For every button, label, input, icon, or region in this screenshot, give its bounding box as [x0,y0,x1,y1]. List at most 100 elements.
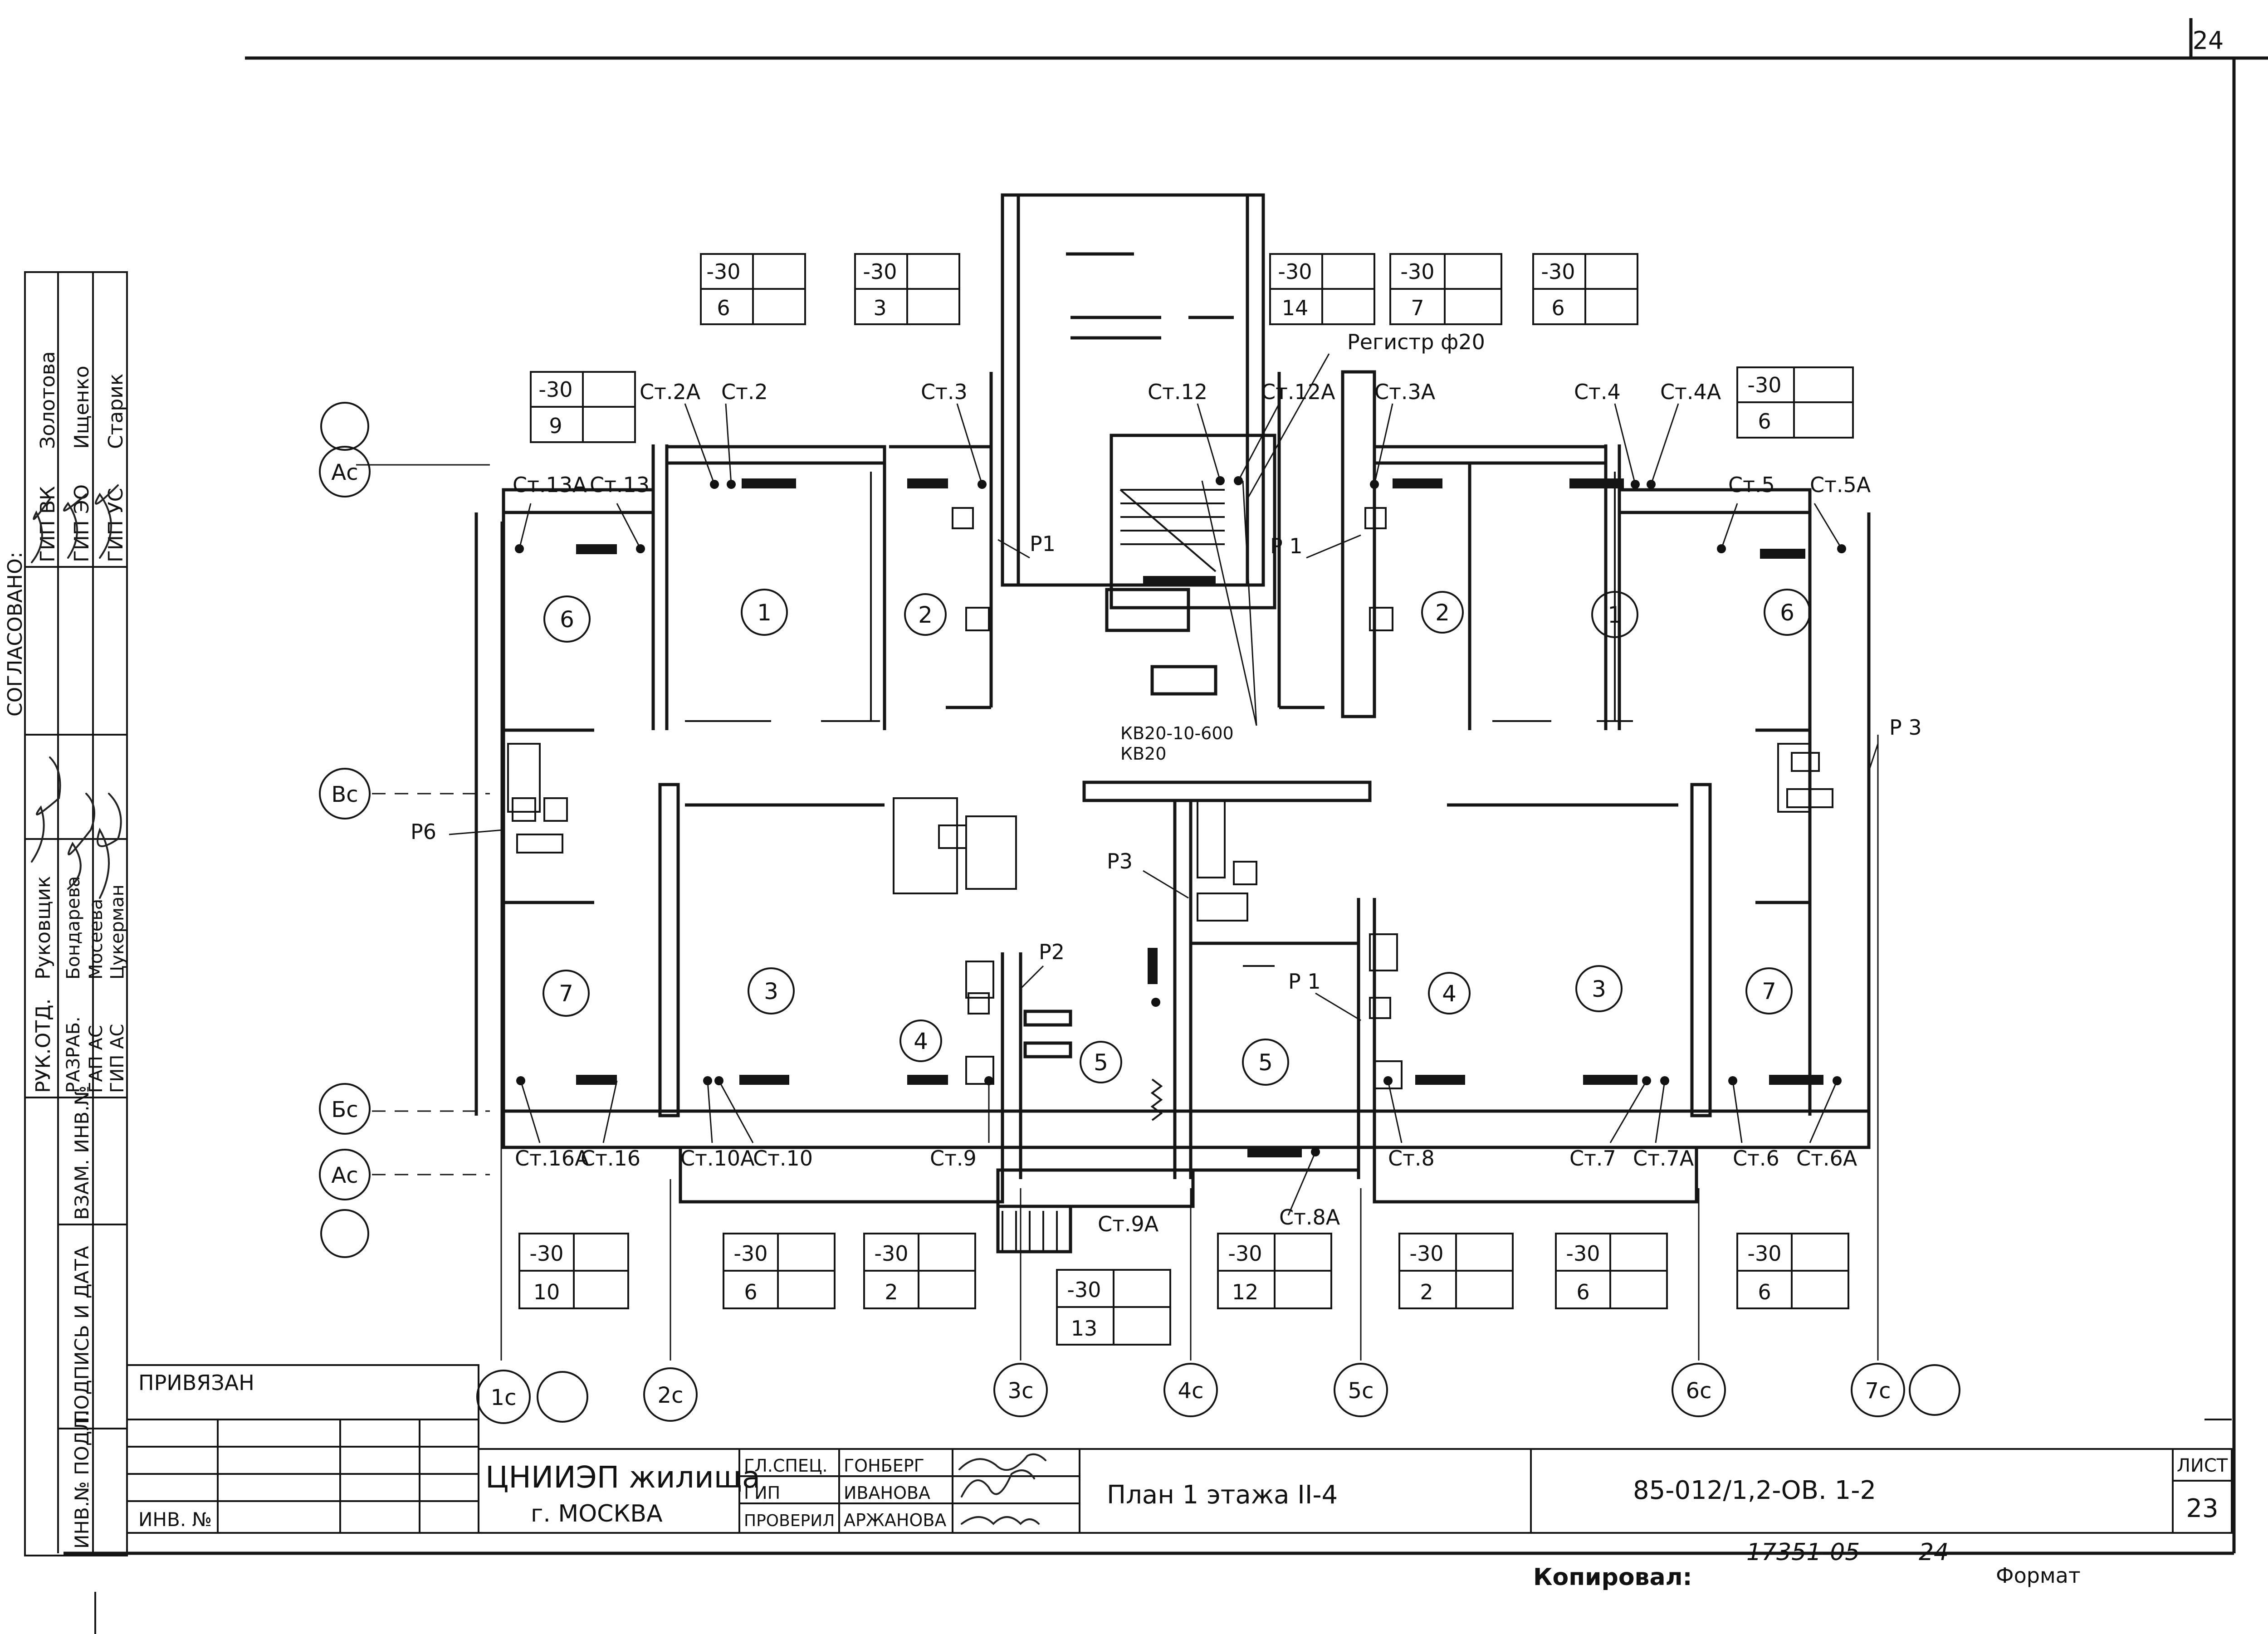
svg-text:Ст.16: Ст.16 [581,1146,640,1171]
sheet-label: ЛИСТ [2177,1455,2228,1476]
svg-text:2: 2 [1420,1280,1433,1304]
window-grid-top-7: -30 6 [1736,366,1854,439]
stamp-author-2: РАЗРАБ. Бондарева [63,876,84,1093]
svg-text:2с: 2с [658,1383,684,1408]
svg-text:-30: -30 [1228,1241,1262,1266]
svg-text:Ас: Ас [331,460,358,485]
stamp-author-4: ГИП АС Цукерман [107,884,128,1093]
svg-text:13: 13 [1071,1316,1098,1341]
svg-text:-30: -30 [874,1241,908,1266]
inv-label: ИНВ. № [138,1508,212,1531]
svg-text:Р2: Р2 [1039,940,1065,964]
svg-text:-30: -30 [1400,259,1434,284]
stair-spiral [1150,1078,1163,1121]
title-block [126,1364,2233,1534]
svg-text:Ст.13: Ст.13 [590,473,650,497]
svg-text:1: 1 [1608,602,1622,628]
svg-text:4: 4 [914,1028,928,1054]
window-grid-bottom-8: -30 6 [1736,1233,1849,1309]
svg-text:Ст.16А: Ст.16А [515,1146,589,1171]
stamp-approver-3: ГИП УС Старик [104,374,127,562]
sheet-number-top: 24 [2193,26,2224,55]
svg-text:Ст.9А: Ст.9А [1098,1212,1159,1236]
riser-leaders [518,353,1843,1216]
pipe-labels: Р1 Р 1 Р 1 Р2 Р3 Р 3 Р6 [411,532,1922,1021]
svg-text:10: 10 [533,1280,560,1304]
name-gip: ИВАНОВА [844,1483,930,1503]
stamp-author-1: РУК.ОТД. Руковщик [32,876,55,1093]
svg-text:3: 3 [873,296,886,320]
svg-text:-30: -30 [1067,1278,1101,1302]
approval-stamp [24,271,128,1556]
svg-text:7: 7 [559,980,573,1007]
svg-text:ГИП ЭО: ГИП ЭО [70,484,93,562]
svg-text:9: 9 [549,414,562,438]
svg-text:Ст.4А: Ст.4А [1660,380,1721,404]
window-grid-top-6: -30 9 [530,371,636,443]
role-chief: ГЛ.СПЕЦ. [744,1456,828,1476]
svg-text:Вс: Вс [331,782,358,807]
room-markers: 6 1 2 2 1 6 7 3 4 5 5 4 3 7 [543,589,1811,1086]
svg-text:6: 6 [1780,600,1794,626]
svg-text:Ст.10А: Ст.10А [680,1146,755,1171]
svg-text:2: 2 [1435,600,1450,626]
svg-text:Ст.4: Ст.4 [1574,380,1621,404]
sheet-frame [64,18,2268,1634]
window-grid-bottom-4: -30 13 [1056,1269,1171,1346]
svg-text:Ас: Ас [331,1163,358,1188]
svg-text:2: 2 [885,1280,898,1304]
svg-text:Ст.12: Ст.12 [1148,380,1207,404]
svg-text:Мосеева: Мосеева [86,899,107,980]
svg-text:Ст.6А: Ст.6А [1796,1146,1857,1171]
svg-text:6: 6 [744,1280,757,1304]
svg-text:4: 4 [1442,980,1457,1007]
stamp-signatures [31,484,122,899]
svg-text:Ст.2А: Ст.2А [640,380,701,404]
svg-text:-30: -30 [529,1241,563,1266]
name-chief: ГОНБЕРГ [844,1456,924,1476]
svg-text:14: 14 [1282,296,1309,320]
radiators [576,478,1823,1157]
riser-labels-top: Ст.2А Ст.2 Ст.3 Ст.12 Ст.12А Ст.3А Ст.4 … [513,380,1871,497]
svg-text:Ст.2: Ст.2 [721,380,768,404]
svg-text:Ст.6: Ст.6 [1733,1146,1779,1171]
window-grid-bottom-6: -30 2 [1398,1233,1514,1309]
svg-text:Р6: Р6 [411,819,436,844]
stair-steps-bottom [1002,1211,1058,1252]
stair-steps-top [1119,489,1225,572]
svg-text:6: 6 [1758,1280,1771,1304]
svg-text:Цукерман: Цукерман [107,884,128,980]
stamp-approver-2: ГИП ЭО Ищенко [70,366,93,562]
column-axis-markers: 1с 2с 3с 4с 5с 6с 7с [476,1363,1960,1424]
order-suffix: 24 [1919,1539,1949,1566]
svg-text:5с: 5с [1348,1378,1374,1404]
svg-text:ПОДПИСЬ И ДАТА: ПОДПИСЬ И ДАТА [71,1246,93,1424]
svg-text:-30: -30 [733,1241,767,1266]
svg-text:РУК.ОТД.: РУК.ОТД. [32,999,55,1093]
svg-text:-30: -30 [1541,259,1575,284]
org-city: г. МОСКВА [531,1500,663,1527]
svg-text:Золотова: Золотова [36,351,59,449]
svg-text:2: 2 [918,602,933,628]
row-axis-markers: Ас Вс Бс Ас [319,402,371,1258]
stamp-field-inv: ИНВ.№ ПОДЛ. [71,1410,93,1549]
svg-text:ВЗАМ. ИНВ.№: ВЗАМ. ИНВ.№ [71,1086,93,1220]
svg-text:Ст.10: Ст.10 [753,1146,813,1171]
svg-text:Ст.9: Ст.9 [930,1146,977,1171]
format-label: Формат [1996,1563,2081,1588]
svg-text:6: 6 [1551,296,1564,320]
svg-text:-30: -30 [1278,259,1312,284]
svg-text:Бс: Бс [331,1097,358,1122]
svg-text:Р 1: Р 1 [1288,969,1321,994]
svg-text:Р1: Р1 [1030,532,1056,556]
svg-text:-30: -30 [863,259,897,284]
name-checked: АРЖАНОВА [844,1510,946,1530]
svg-text:5: 5 [1094,1049,1108,1076]
stamp-approver-1: ГИП ВК Золотова [36,351,59,562]
svg-text:Ищенко: Ищенко [70,366,93,449]
svg-text:КВ20-10-600: КВ20-10-600 [1120,723,1234,743]
window-grid-bottom-7: -30 6 [1555,1233,1668,1309]
window-grid-top-5: -30 6 [1532,253,1638,325]
svg-text:Р 1: Р 1 [1270,534,1303,558]
